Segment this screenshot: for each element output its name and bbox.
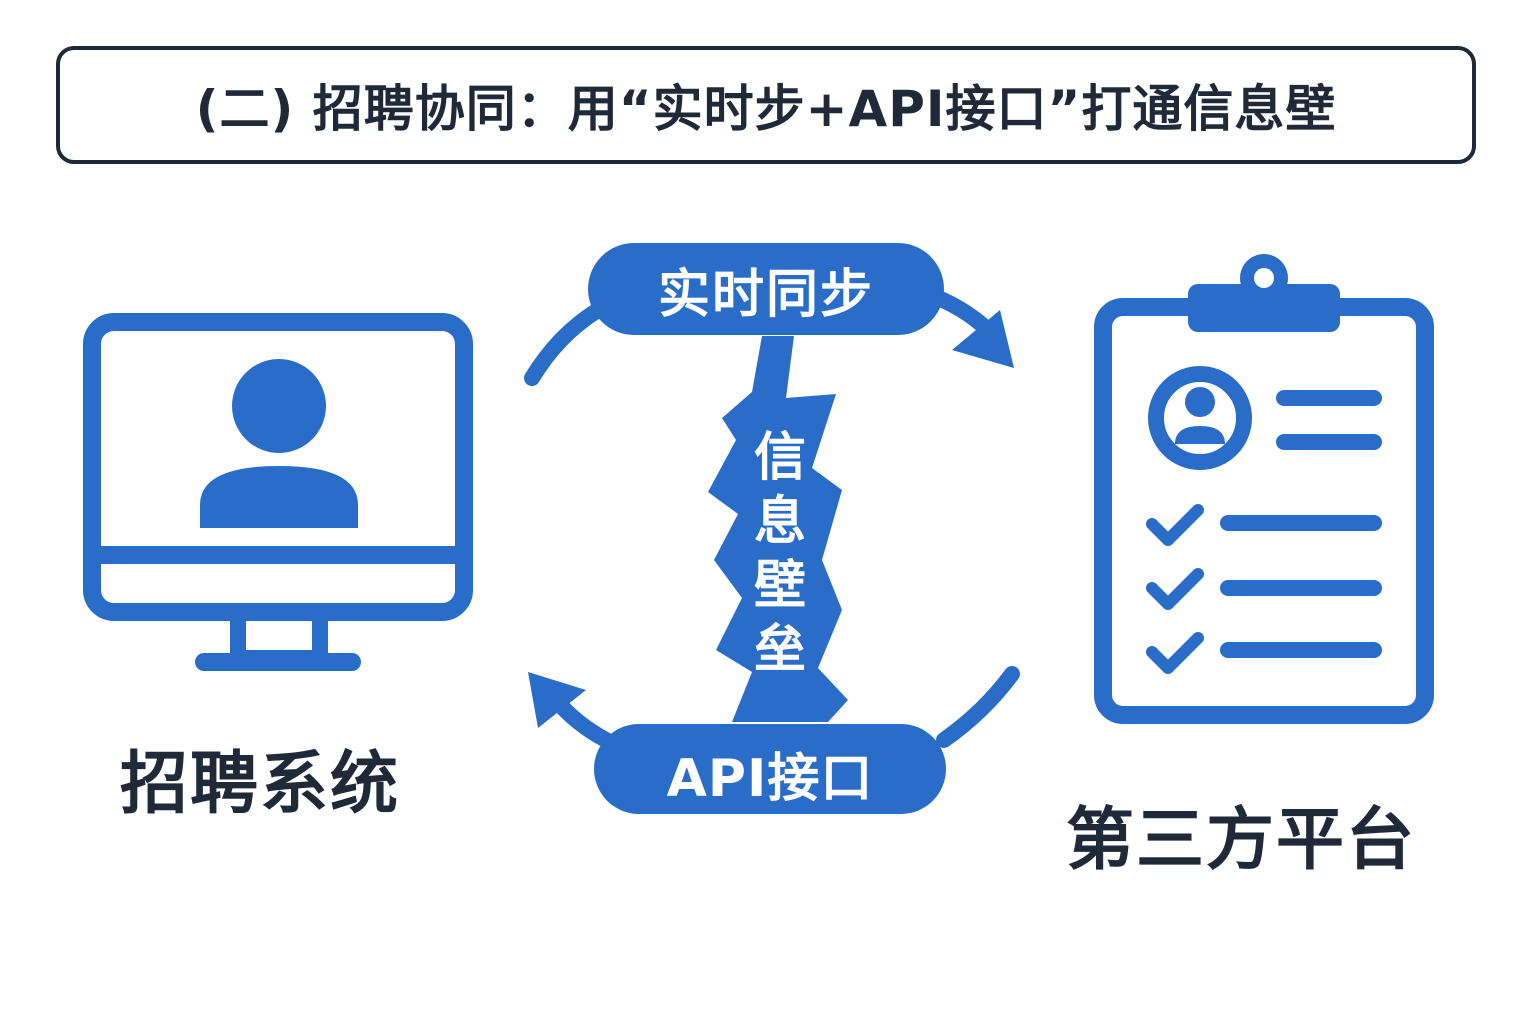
barrier-label: 信 息 壁 垒 <box>744 426 816 682</box>
api-label: API接口 <box>666 749 874 809</box>
barrier-char: 垒 <box>753 620 806 680</box>
title-box: (二) 招聘协同：用“实时步+API接口”打通信息壁 <box>56 46 1476 164</box>
barrier-char: 壁 <box>753 556 806 616</box>
clipboard-resume-icon <box>1094 254 1434 724</box>
third-party-platform-label: 第三方平台 <box>1066 801 1417 880</box>
page-title: (二) 招聘协同：用“实时步+API接口”打通信息壁 <box>195 80 1337 138</box>
barrier-char: 信 <box>753 428 806 488</box>
sync-pill <box>588 243 944 335</box>
sync-arrow-top <box>524 286 1014 386</box>
barrier-crack-shape <box>708 336 848 722</box>
api-pill <box>594 724 946 814</box>
api-arrow-bottom <box>528 666 1020 748</box>
barrier-char: 息 <box>753 492 806 552</box>
recruitment-system-label: 招聘系统 <box>120 745 401 824</box>
sync-label: 实时同步 <box>657 265 874 325</box>
monitor-user-icon <box>83 313 473 671</box>
